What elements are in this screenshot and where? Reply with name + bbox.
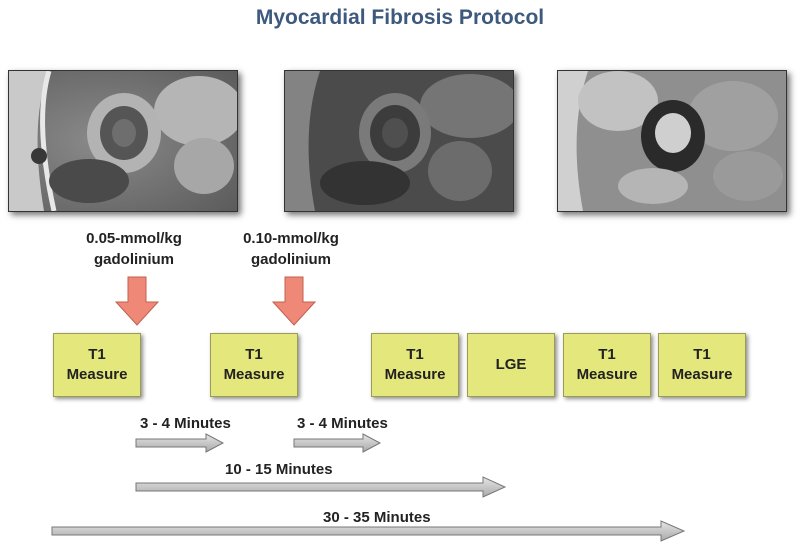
timing-arrow-2 [293, 433, 382, 453]
dose-arrow-2 [271, 276, 317, 326]
dose-label-1: 0.05-mmol/kg gadolinium [59, 228, 209, 270]
diagram-title: Myocardial Fibrosis Protocol [255, 6, 545, 29]
dose-label-2: 0.10-mmol/kg gadolinium [216, 228, 366, 270]
mri-image-post-dose [284, 70, 514, 212]
timing-arrow-3 [135, 476, 507, 498]
dose-2-amount: 0.10-mmol/kg [243, 230, 339, 247]
timing-label-1: 3 - 4 Minutes [140, 415, 231, 432]
timing-arrow-4 [51, 520, 686, 542]
step-lge: LGE [467, 333, 555, 397]
dose-1-amount: 0.05-mmol/kg [86, 230, 182, 247]
timing-arrow-1 [135, 433, 225, 453]
mri-image-pre-contrast [8, 70, 238, 212]
timing-label-3: 10 - 15 Minutes [225, 461, 333, 478]
timing-label-2: 3 - 4 Minutes [297, 415, 388, 432]
dose-2-agent: gadolinium [251, 251, 331, 268]
mri-image-lge [557, 70, 787, 212]
dose-arrow-1 [114, 276, 160, 326]
timing-label-4: 30 - 35 Minutes [323, 509, 431, 526]
dose-1-agent: gadolinium [94, 251, 174, 268]
